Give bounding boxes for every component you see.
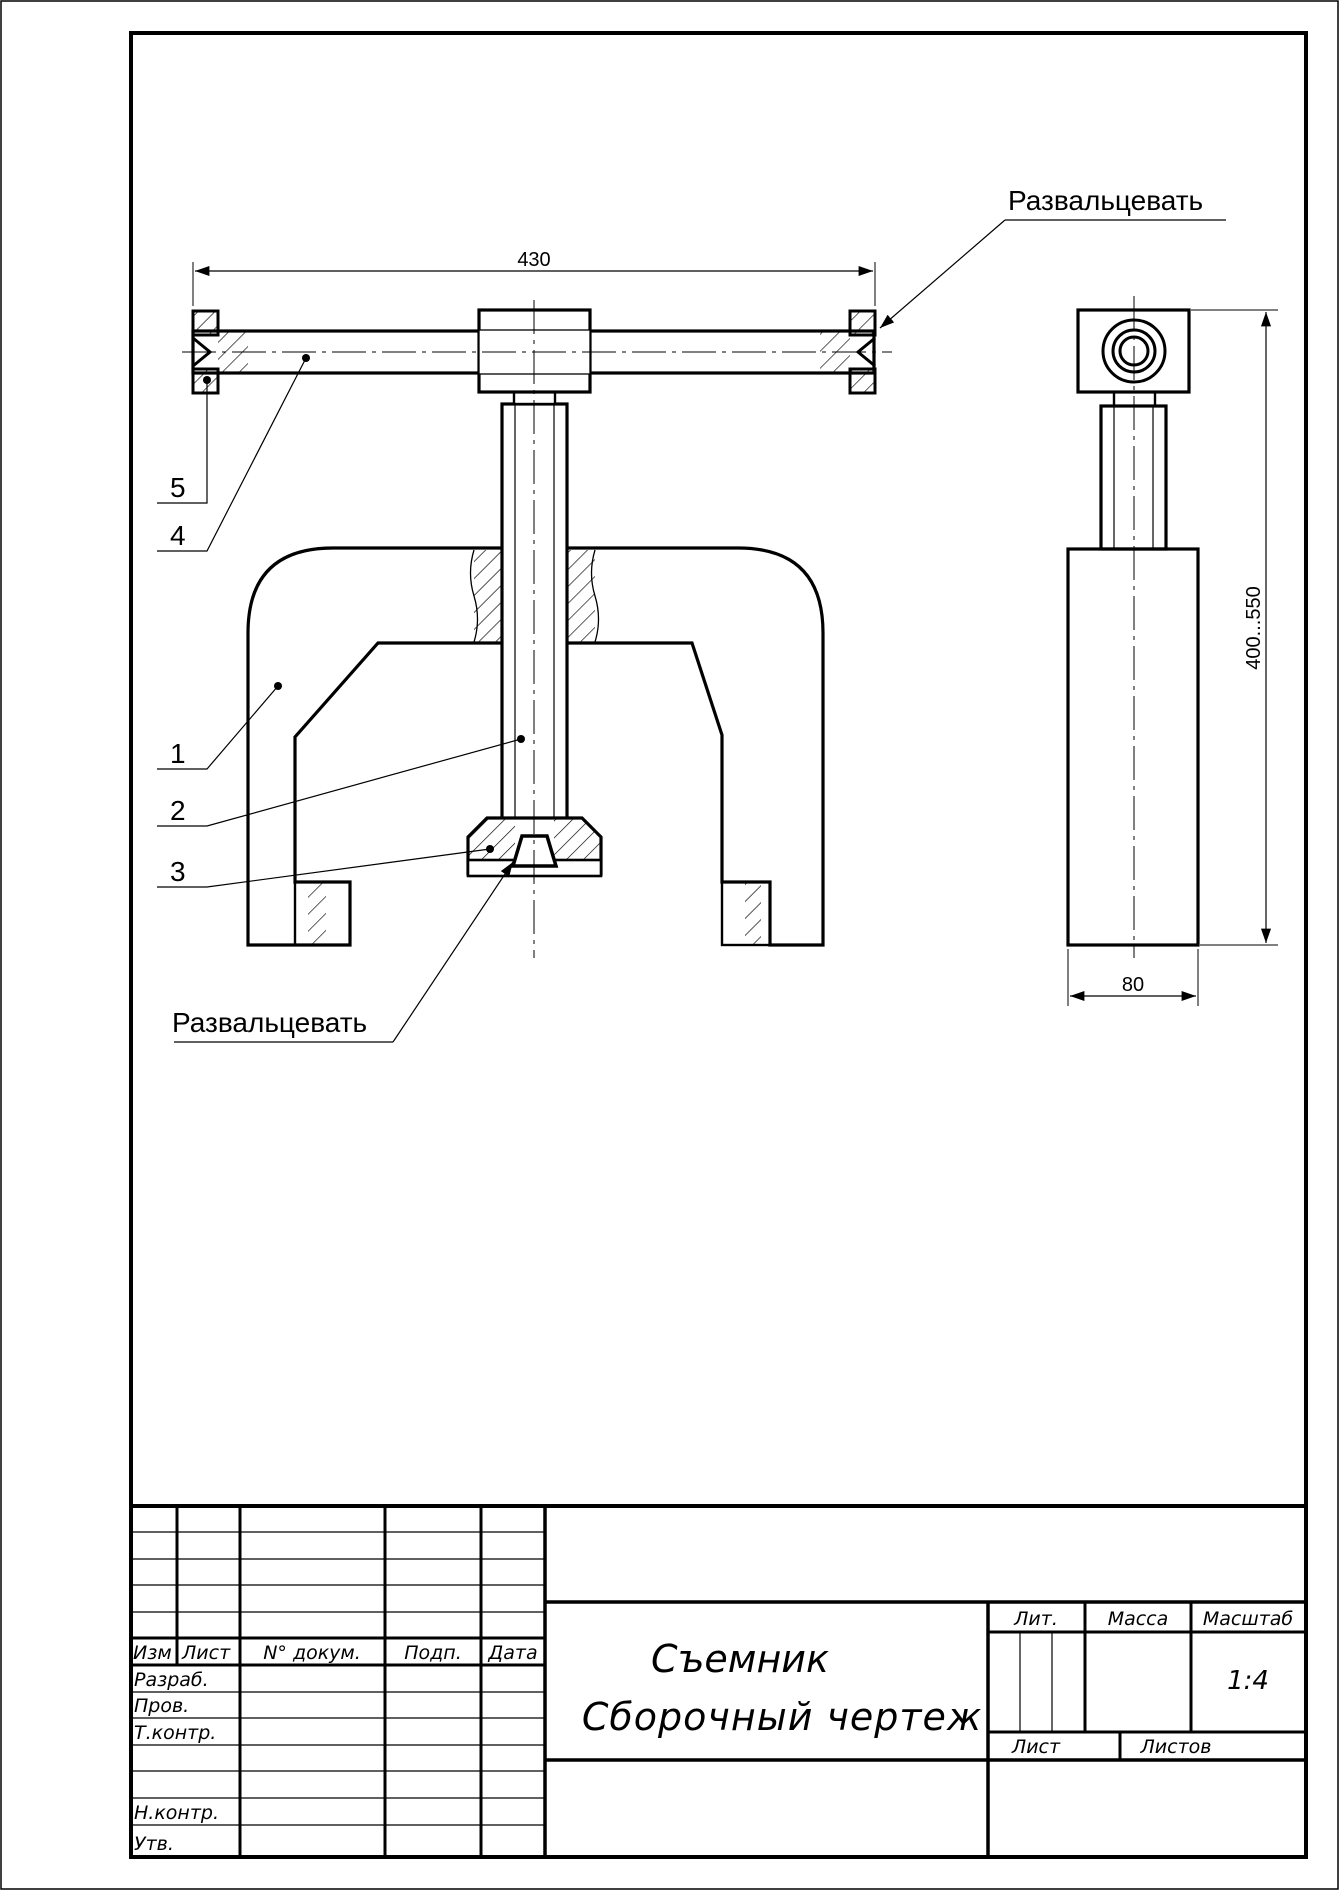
frame-part-1 — [246, 546, 825, 947]
tb-scale-label: Масштаб — [1203, 1608, 1294, 1630]
callout-flare-top — [879, 219, 1226, 329]
leader-dot-1 — [274, 682, 282, 690]
right-foot-hatch — [745, 882, 761, 945]
leader-1 — [157, 685, 279, 770]
part-number-2: 2 — [170, 795, 186, 826]
end-cap-part-5-left-top — [191, 309, 220, 337]
left-foot-hatch — [308, 882, 326, 945]
dim-height-text: 400...550 — [1243, 586, 1265, 669]
tb-header-docno: N° докум. — [263, 1642, 361, 1664]
part-number-5: 5 — [170, 472, 186, 503]
end-cap-part-5-left-bottom — [191, 367, 220, 395]
tb-sheets-label: Листов — [1140, 1736, 1212, 1758]
leader-4 — [157, 357, 307, 552]
tb-role-checker: Пров. — [134, 1695, 189, 1717]
tb-header-izm: Изм — [133, 1642, 172, 1664]
dim-430-text: 430 — [517, 249, 550, 271]
tb-scale-value: 1:4 — [1227, 1666, 1269, 1696]
leader-5 — [157, 380, 208, 504]
leader-dot-3 — [486, 845, 494, 853]
tb-header-sign: Подп. — [404, 1642, 462, 1664]
dim-80-text: 80 — [1122, 974, 1144, 996]
side-view — [1066, 296, 1278, 1006]
callout-bottom-leader — [392, 861, 514, 1043]
part-number-1: 1 — [170, 738, 186, 769]
part-leaders — [157, 357, 522, 888]
callout-flare-bottom — [174, 861, 514, 1043]
tb-header-date: Дата — [487, 1642, 537, 1664]
dimension-430 — [192, 262, 876, 306]
callout-top-text: Развальцевать — [1008, 185, 1203, 216]
leader-dot-4 — [302, 354, 310, 362]
title-block-border — [129, 1504, 1308, 1859]
leader-dot-2 — [517, 735, 525, 743]
front-view — [182, 300, 892, 958]
callout-bottom-text: Развальцевать — [172, 1007, 367, 1038]
tb-mass-label: Масса — [1108, 1608, 1169, 1630]
leader-3 — [157, 848, 491, 888]
tb-document-type: Сборочный чертеж — [582, 1695, 982, 1739]
end-cap-part-5-right-top — [848, 309, 877, 337]
tb-role-norm-control: Н.контр. — [134, 1802, 219, 1824]
side-frame — [1066, 547, 1200, 947]
part-number-3: 3 — [170, 856, 186, 887]
frame-break-line-left — [469, 549, 479, 643]
title-block — [129, 1504, 1308, 1859]
end-cap-part-5-right-bottom — [848, 367, 877, 395]
leader-2 — [157, 738, 522, 827]
tb-role-approved: Утв. — [134, 1833, 174, 1855]
title-block-text: Изм Лист N° докум. Подп. Дата Разраб. Пр… — [133, 1608, 1293, 1855]
frame-bore-hatch-left — [474, 550, 502, 642]
tb-header-list: Лист — [181, 1642, 231, 1664]
frame-break-line-right — [590, 549, 600, 643]
part-number-4: 4 — [170, 520, 186, 551]
frame-bore-hatch-right — [567, 550, 595, 642]
callout-top-leader — [879, 219, 1006, 329]
tb-role-tech-control: Т.контр. — [134, 1722, 216, 1744]
leader-dots — [203, 354, 525, 853]
tb-sheet-label: Лист — [1011, 1736, 1061, 1758]
tb-product-name: Съемник — [651, 1637, 829, 1681]
leader-dot-5 — [203, 376, 211, 384]
tb-role-developer: Разраб. — [134, 1669, 209, 1691]
tb-lit-label: Лит. — [1013, 1608, 1058, 1630]
